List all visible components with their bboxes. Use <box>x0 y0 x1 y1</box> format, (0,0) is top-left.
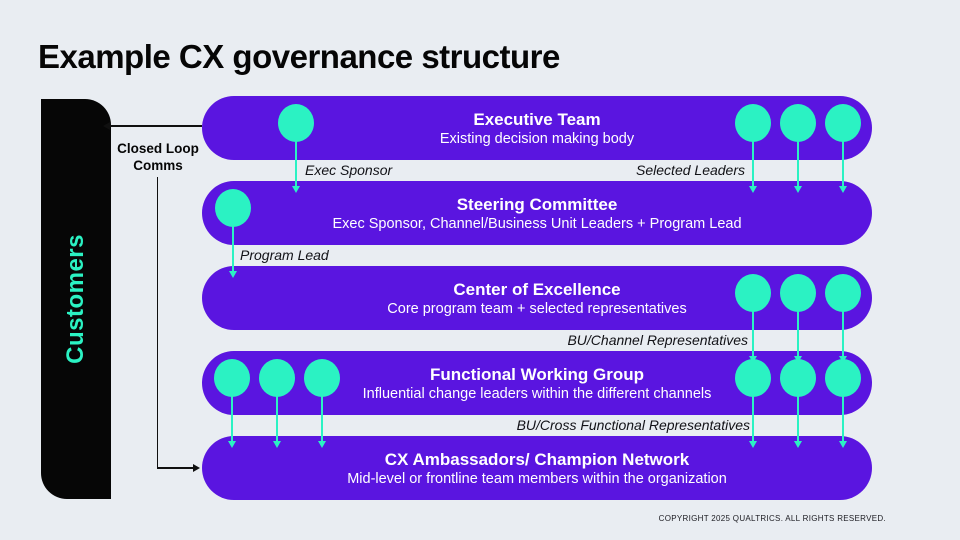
row-functional-working-group: Functional Working Group Influential cha… <box>202 351 872 415</box>
closed-loop-arrowhead-to-ambassadors <box>193 463 200 472</box>
connector-arrowhead <box>291 186 300 193</box>
member-dot <box>735 104 771 142</box>
member-dot <box>735 359 771 397</box>
row-subtitle: Existing decision making body <box>439 130 635 147</box>
connector-line <box>797 395 799 442</box>
member-dot <box>825 359 861 397</box>
closed-loop-label-line1: Closed Loop <box>117 141 199 156</box>
closed-loop-line-vertical <box>156 177 158 468</box>
connector-line <box>797 140 799 187</box>
connector-line <box>797 310 799 357</box>
connector-arrowhead <box>272 441 281 448</box>
row-title: Executive Team <box>473 109 601 129</box>
row-title: Center of Excellence <box>453 279 621 299</box>
member-dot <box>215 189 251 227</box>
connector-arrowhead <box>748 441 757 448</box>
member-dot <box>304 359 340 397</box>
member-dot <box>735 274 771 312</box>
page-title: Example CX governance structure <box>38 38 560 75</box>
member-dot <box>278 104 314 142</box>
customers-label: Customers <box>62 234 89 364</box>
member-dot <box>825 104 861 142</box>
edge-label-bu-cross-functional-representatives: BU/Cross Functional Representatives <box>516 417 750 433</box>
connector-line <box>232 225 234 272</box>
connector-arrowhead <box>793 186 802 193</box>
edge-label-exec-sponsor: Exec Sponsor <box>305 162 393 178</box>
row-steering-committee: Steering Committee Exec Sponsor, Channel… <box>202 181 872 245</box>
connector-line <box>752 140 754 187</box>
edge-label-program-lead: Program Lead <box>240 247 329 263</box>
closed-loop-label: Closed Loop Comms <box>113 141 203 174</box>
connector-arrowhead <box>838 186 847 193</box>
member-dot <box>780 274 816 312</box>
connector-line <box>231 395 233 442</box>
connector-arrowhead <box>317 441 326 448</box>
connector-line <box>842 395 844 442</box>
connector-line <box>842 140 844 187</box>
row-title: Functional Working Group <box>429 364 645 384</box>
row-subtitle: Mid-level or frontline team members with… <box>347 470 727 487</box>
connector-line <box>752 310 754 357</box>
row-title: Steering Committee <box>456 194 618 214</box>
edge-label-selected-leaders: Selected Leaders <box>636 162 745 178</box>
row-center-of-excellence: Center of Excellence Core program team +… <box>202 266 872 330</box>
connector-line <box>752 395 754 442</box>
closed-loop-arrowhead-to-customers <box>103 121 110 130</box>
row-cx-ambassadors: CX Ambassadors/ Champion Network Mid-lev… <box>202 436 872 500</box>
connector-line <box>276 395 278 442</box>
connector-line <box>321 395 323 442</box>
row-subtitle: Influential change leaders within the di… <box>362 385 712 402</box>
edge-label-bu-channel-representatives: BU/Channel Representatives <box>567 332 748 348</box>
connector-arrowhead <box>838 441 847 448</box>
connector-arrowhead <box>748 186 757 193</box>
connector-line <box>842 310 844 357</box>
row-subtitle: Exec Sponsor, Channel/Business Unit Lead… <box>332 215 742 232</box>
connector-arrowhead <box>227 441 236 448</box>
closed-loop-line-top <box>110 125 202 127</box>
member-dot <box>259 359 295 397</box>
connector-arrowhead <box>228 271 237 278</box>
member-dot <box>825 274 861 312</box>
closed-loop-line-bottom <box>157 467 193 469</box>
row-subtitle: Core program team + selected representat… <box>387 300 687 317</box>
member-dot <box>780 104 816 142</box>
connector-arrowhead <box>793 441 802 448</box>
customers-pill: Customers <box>41 99 111 499</box>
copyright-text: COPYRIGHT 2025 QUALTRICS. ALL RIGHTS RES… <box>658 514 886 523</box>
member-dot <box>214 359 250 397</box>
row-title: CX Ambassadors/ Champion Network <box>384 449 690 469</box>
member-dot <box>780 359 816 397</box>
closed-loop-label-line2: Comms <box>133 157 183 173</box>
connector-line <box>295 140 297 187</box>
